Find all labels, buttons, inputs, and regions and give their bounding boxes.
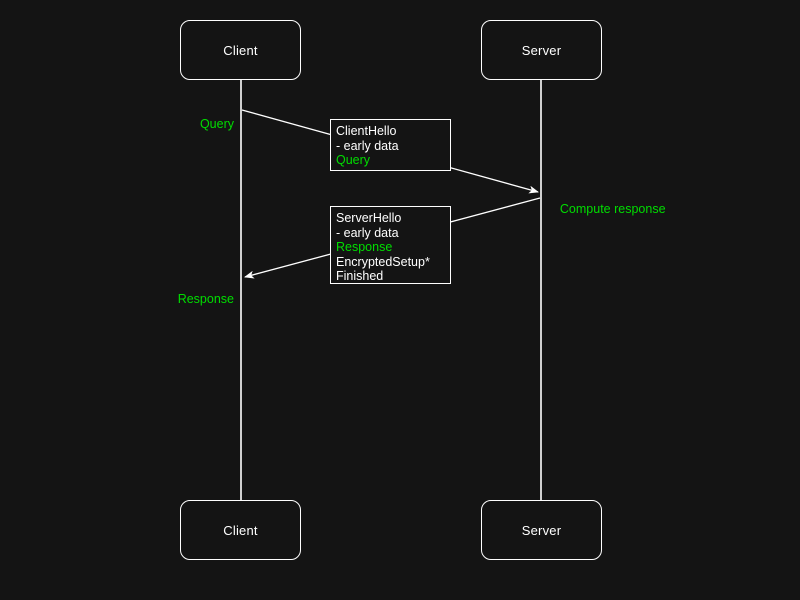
message-line: Response (336, 240, 393, 255)
message-line: Query (336, 153, 371, 168)
participant-foot-server[interactable]: Server (481, 500, 602, 560)
participant-foot-server-label: Server (521, 522, 562, 538)
message-line: - early data (336, 138, 399, 153)
message-box-client-hello[interactable]: ClientHello - early data Query (330, 119, 451, 171)
participant-foot-client-label: Client (223, 522, 258, 538)
note-response: Response (100, 278, 234, 320)
message-line: ClientHello (336, 124, 397, 138)
note-query: Query (100, 103, 234, 145)
participant-head-server[interactable]: Server (481, 20, 602, 80)
participant-head-server-label: Server (521, 42, 562, 58)
participant-head-client-label: Client (223, 42, 258, 58)
participant-foot-client[interactable]: Client (180, 500, 301, 560)
participant-head-client[interactable]: Client (180, 20, 301, 80)
note-compute-response-label: Compute response (559, 202, 666, 216)
message-line: Finished (336, 269, 384, 284)
message-line: EncryptedSetup* (336, 254, 430, 269)
message-box-server-hello[interactable]: ServerHello - early data Response Encryp… (330, 206, 451, 284)
message-line: ServerHello (336, 211, 402, 225)
note-response-label: Response (177, 292, 234, 306)
message-line: - early data (336, 225, 399, 240)
note-compute-response: Compute response (546, 188, 746, 230)
note-query-label: Query (199, 117, 234, 131)
